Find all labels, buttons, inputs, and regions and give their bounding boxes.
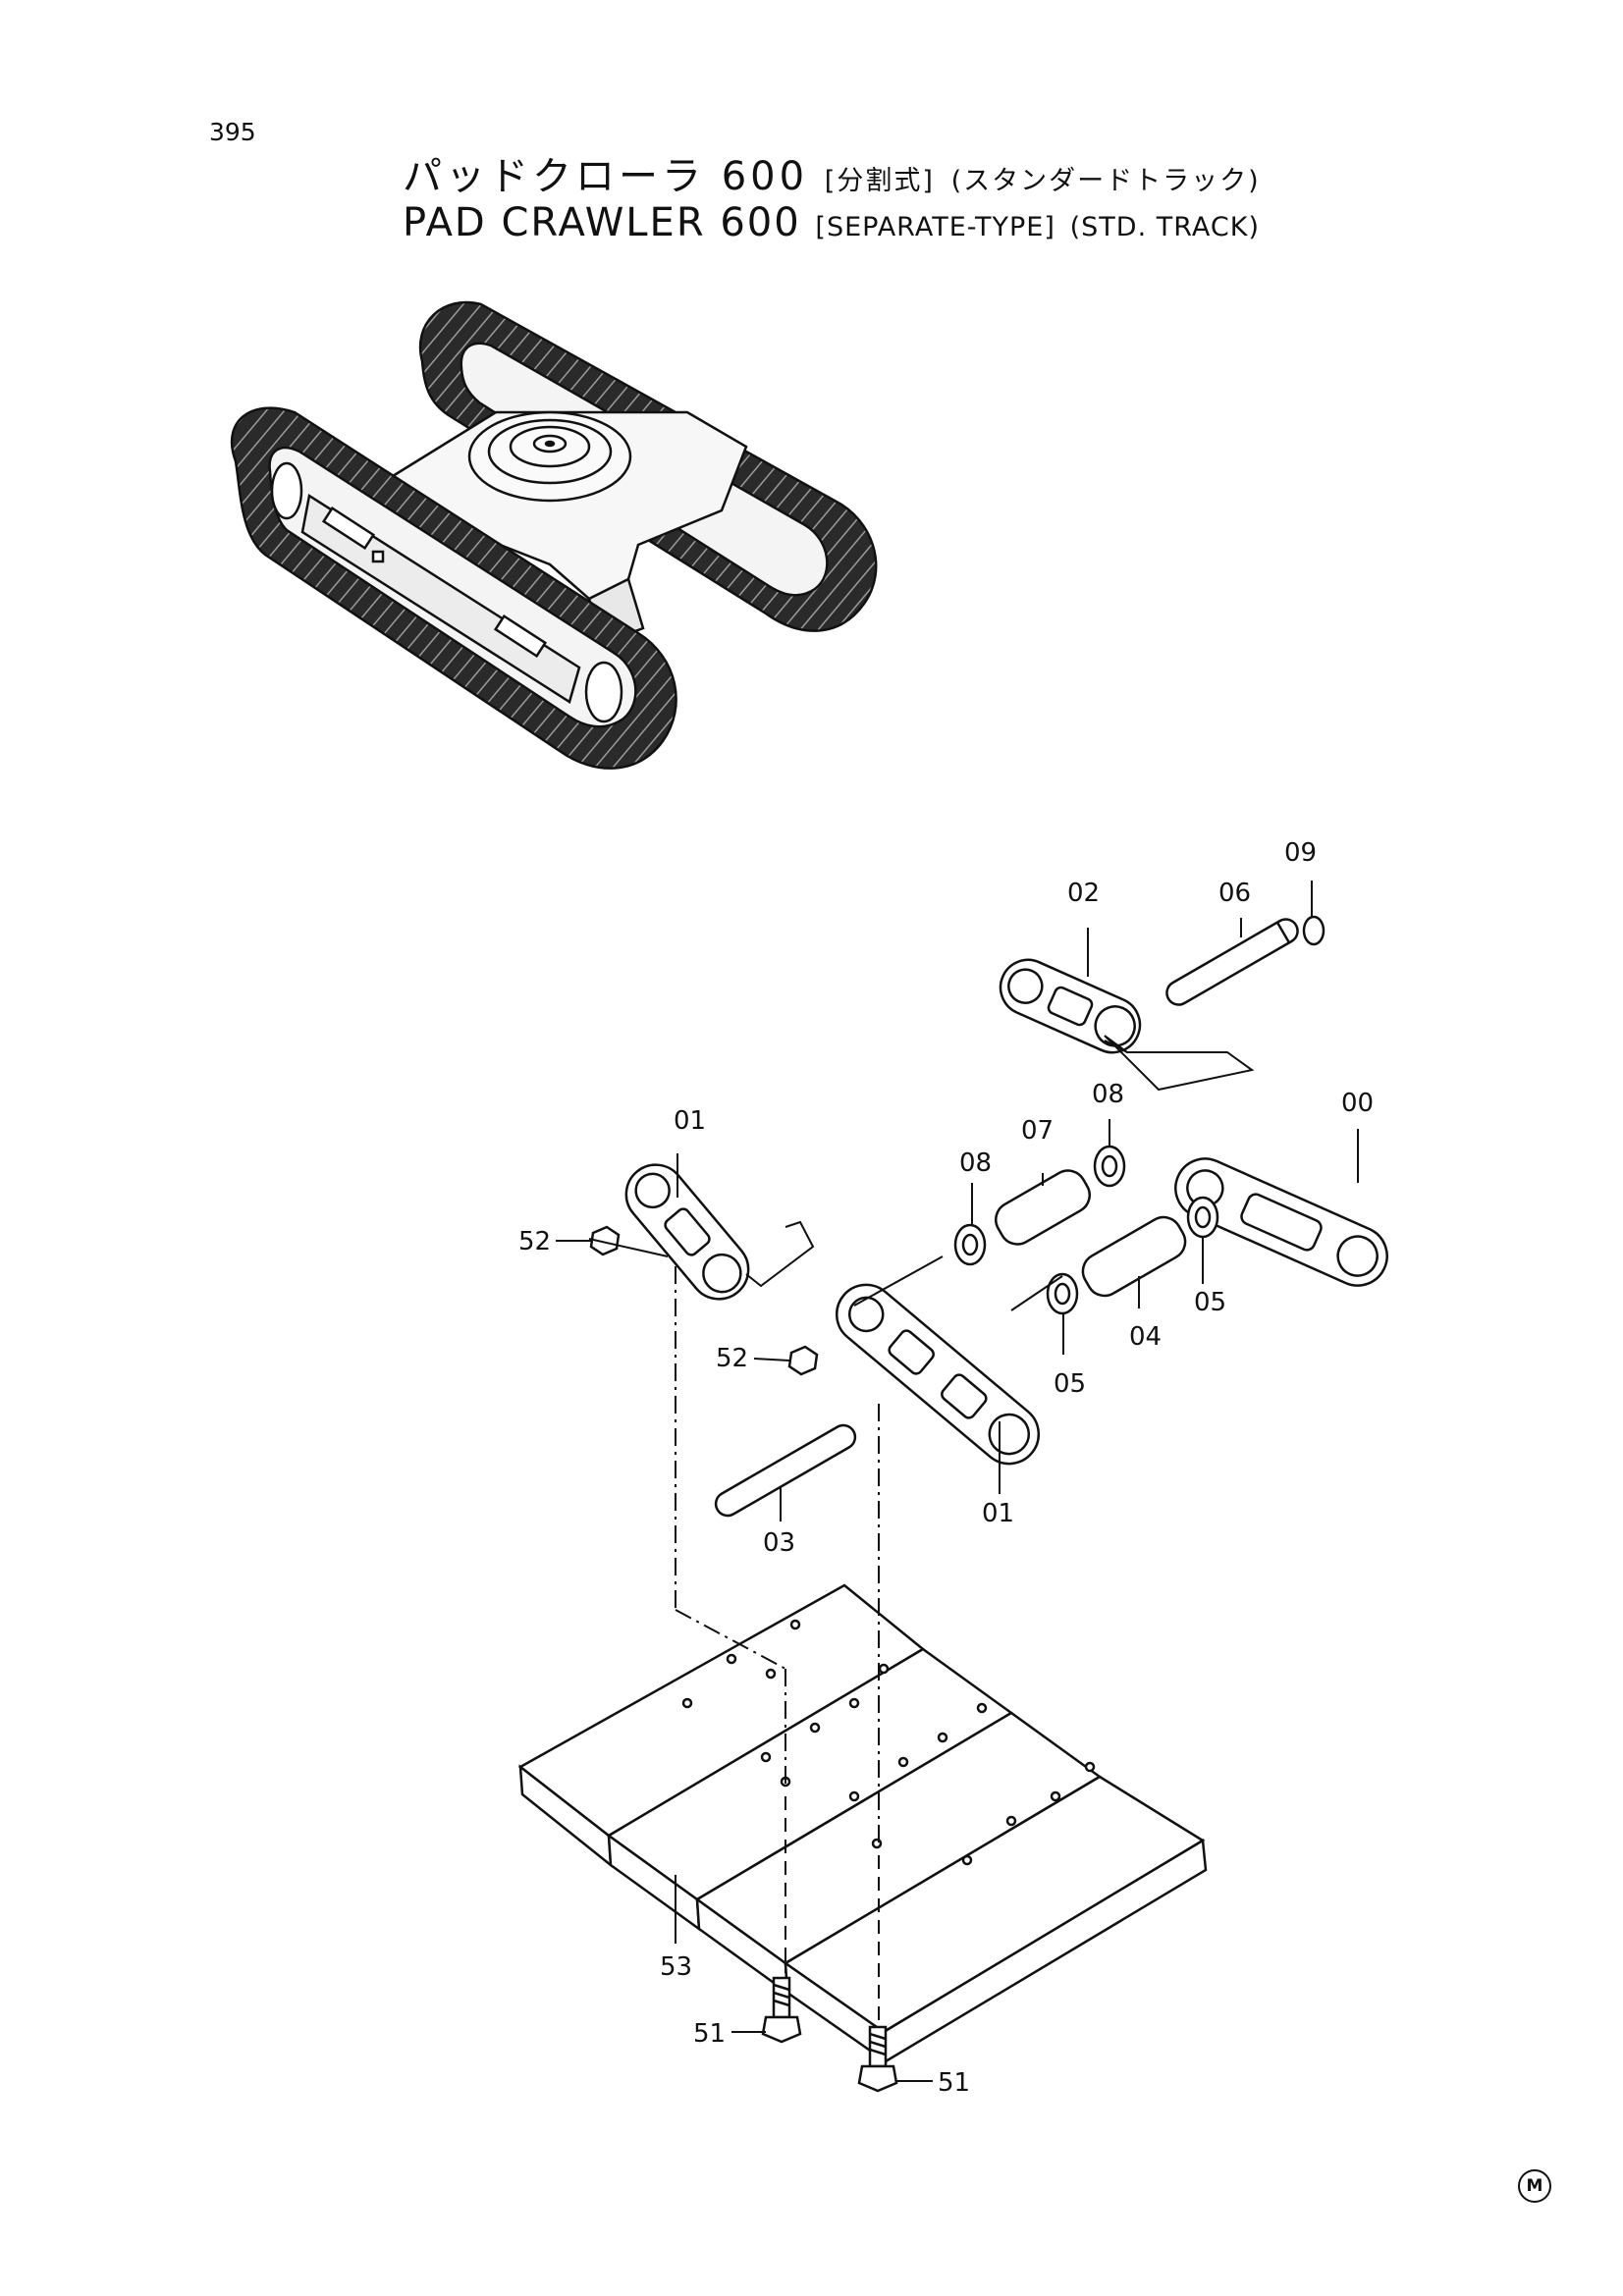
link-part-02 xyxy=(999,958,1142,1054)
callout-05-right: 05 xyxy=(1194,1288,1226,1317)
pin-part-03 xyxy=(714,1423,857,1518)
callout-05-left: 05 xyxy=(1054,1369,1086,1399)
title-jp-bracket: [分割式] xyxy=(824,166,935,196)
exploded-link-assembly xyxy=(589,915,1388,1518)
bushing-part-04 xyxy=(1081,1215,1187,1298)
callout-02: 02 xyxy=(1067,879,1100,908)
title-english: PAD CRAWLER 600 [SEPARATE-TYPE] (STD. TR… xyxy=(403,200,1260,245)
callout-51-right: 51 xyxy=(938,2068,970,2098)
pin-part-06 xyxy=(1165,918,1299,1006)
title-jp-paren: (スタンダードトラック) xyxy=(950,166,1261,196)
callout-01-lower: 01 xyxy=(982,1499,1014,1528)
title-en-bracket: [SEPARATE-TYPE] xyxy=(815,212,1055,242)
title-en-main: PAD CRAWLER 600 xyxy=(403,200,801,245)
callout-01-upper: 01 xyxy=(674,1106,706,1136)
undercarriage-overview-illustration xyxy=(230,300,878,770)
callout-00: 00 xyxy=(1341,1089,1374,1118)
maker-mark-icon: M xyxy=(1518,2169,1551,2203)
link-part-01-upper xyxy=(624,1163,750,1301)
bushing-part-07 xyxy=(995,1169,1091,1246)
seal-part-08-right-hole xyxy=(1101,1154,1118,1178)
near-crawler-track xyxy=(230,406,677,770)
bolt-part-51-right xyxy=(857,2025,898,2093)
part-callouts: 09 02 06 08 00 07 01 08 52 05 04 52 05 0… xyxy=(518,838,1374,2098)
seal-part-05-right-hole xyxy=(1194,1205,1212,1229)
retaining-ring-part-09 xyxy=(1302,915,1325,946)
callout-08-left: 08 xyxy=(959,1148,992,1178)
callout-03: 03 xyxy=(763,1528,795,1558)
page-number: 395 xyxy=(209,118,256,146)
callout-07: 07 xyxy=(1021,1116,1054,1146)
master-link-part-00 xyxy=(1174,1157,1388,1287)
track-frame xyxy=(391,410,748,645)
seal-part-08-left-hole xyxy=(961,1233,979,1256)
callout-09: 09 xyxy=(1284,838,1317,868)
seal-part-05-left-hole xyxy=(1054,1282,1071,1306)
callout-04: 04 xyxy=(1129,1322,1162,1352)
callout-08-right: 08 xyxy=(1092,1080,1124,1109)
callout-52-lower: 52 xyxy=(716,1344,748,1373)
assembly-leader-lines xyxy=(556,881,1359,2082)
callout-51-left: 51 xyxy=(693,2019,726,2049)
shoe-bolt-holes xyxy=(681,1619,1096,1866)
track-shoe-pads xyxy=(517,1583,1208,2064)
callout-06: 06 xyxy=(1218,879,1251,908)
link-part-01-lower xyxy=(835,1283,1041,1466)
title-en-paren: (STD. TRACK) xyxy=(1069,212,1260,242)
title-japanese: パッドクローラ 600 [分割式] (スタンダードトラック) xyxy=(403,144,1261,201)
callout-52-upper: 52 xyxy=(518,1227,551,1256)
nut-part-52-lower xyxy=(787,1345,819,1376)
nut-part-52-upper xyxy=(589,1225,621,1256)
callout-53: 53 xyxy=(660,1952,692,1982)
title-jp-main: パッドクローラ 600 xyxy=(403,154,809,199)
